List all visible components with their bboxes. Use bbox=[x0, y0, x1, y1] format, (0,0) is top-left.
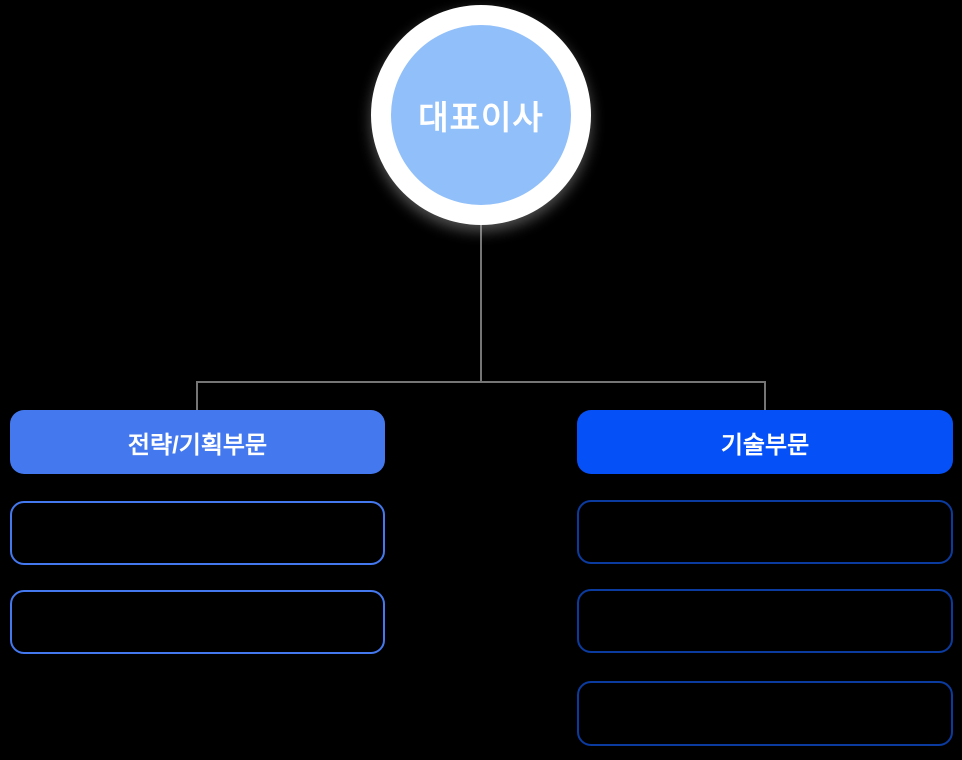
org-item-empty bbox=[577, 589, 953, 653]
org-item-empty bbox=[577, 681, 953, 746]
root-node-ring: 대표이사 bbox=[371, 5, 591, 225]
root-node-circle: 대표이사 bbox=[391, 25, 571, 205]
org-item-empty bbox=[10, 501, 385, 565]
connector-horizontal bbox=[196, 381, 766, 383]
connector-root-vertical bbox=[480, 224, 482, 382]
division-header-label: 기술부문 bbox=[720, 431, 810, 459]
org-item-empty bbox=[577, 500, 953, 564]
root-node-label: 대표이사 bbox=[418, 99, 544, 136]
connector-left-drop bbox=[196, 381, 198, 411]
division-header-strategy-planning: 전략/기획부문 bbox=[10, 410, 385, 474]
division-header-label: 전략/기획부문 bbox=[127, 431, 268, 459]
connector-right-drop bbox=[764, 381, 766, 411]
division-technology: 기술부문 bbox=[577, 410, 953, 746]
division-strategy-planning: 전략/기획부문 bbox=[10, 410, 385, 654]
org-item-empty bbox=[10, 590, 385, 654]
division-header-technology: 기술부문 bbox=[577, 410, 953, 474]
